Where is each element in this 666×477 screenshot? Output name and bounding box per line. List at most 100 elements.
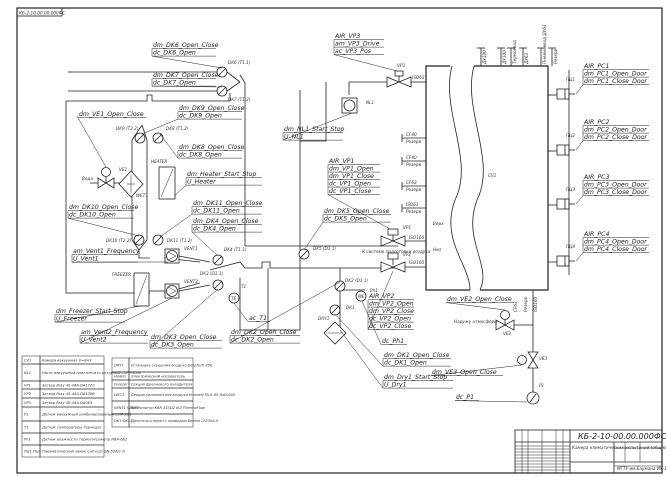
signal-label: AIR_VP1 [328,158,354,165]
title-block [514,429,663,474]
signal-label: dm_DK5_Open_Close [324,208,390,215]
signal-label: dc_DK2_Open [231,337,274,344]
signal-label: dm_PC1_Close_Door [584,78,647,85]
legend-code: ПЦ1-ПЦ4 [24,450,42,454]
signal-label: dm_DK6_Open_Close [153,42,219,49]
damper-dk11[interactable] [152,234,164,246]
pump-nl1[interactable] [341,97,358,114]
dk11-label: DK11 (T1.2) [167,238,192,243]
humidifier-wet1[interactable] [118,170,144,198]
fan-vent2[interactable] [164,283,180,299]
signal-tag-t1: ac_T1 [233,302,270,322]
valve-vp1[interactable] [380,228,406,247]
freezer-label: FREEZER [112,272,131,277]
top-label: Верх [433,221,444,226]
signal-label: dc_P1 [456,394,474,401]
ve2-label: VE2 [503,331,512,336]
legend-code: DRY1 [114,364,124,368]
signal-label: dc_DK11_Open [193,208,240,215]
signal-label: dm_VP1_Open [329,166,374,173]
left-ports: CF40РезервCF40РезервCF63РезервISO63Резер… [401,132,426,214]
signal-label: U_Vent1 [73,255,99,263]
signal-label: U_Dry1 [384,382,407,389]
chamber-cv1[interactable] [425,65,549,291]
damper-dk8[interactable] [152,132,164,144]
water-label: Вода [82,176,93,181]
valve-ve1[interactable] [97,167,115,189]
signal-tag-vp1: AIR_VP1dm_VP1_Opendm_VP1_Closedc_VP1_Ope… [327,158,391,230]
sensor-ph1[interactable] [355,290,367,302]
damper-dk9[interactable] [134,132,146,144]
signal-label: am_Vent1_Frequency [73,247,140,255]
cv1-label: CV1 [488,173,497,178]
damper-dk7[interactable] [216,85,228,97]
signal-label: dm_VE3_Open_Close [432,369,497,376]
freezer[interactable] [133,272,150,307]
legend-desc: Дроссель-клапан с приводом Belimo LF230A… [130,419,219,423]
signal-label: AIR_PC2 [583,119,610,126]
signal-label: dm_NL1_Start_Stop [284,125,345,133]
signal-label: dm_DK2_Open_Close [231,329,297,336]
dk5-label: DK5 (D1.1) [313,246,336,251]
signal-label: dm_VP2_Open [369,301,414,308]
damper-dk5[interactable] [298,248,310,260]
legend-code: Heater [114,375,127,379]
signal-label: dm_DK8_Open_Close [179,144,245,151]
legend-desc: Установка осушения воздуха DeluTech 450 [131,364,213,368]
damper-dk3[interactable] [212,279,224,291]
damper-dk1[interactable] [329,304,341,316]
damper-dk6[interactable] [216,66,228,78]
to-system-label: К системе подготовки воздуха [362,249,431,254]
valve-vp3[interactable] [386,70,412,88]
signal-label: dm_VP1_Close [329,173,374,180]
top-port-label: Термоввод [512,40,517,64]
top-port-label: ДУ100 [502,50,507,65]
legend-desc: Датчик вакуумный комбинированный CVM-201 [41,413,131,417]
signal-label: dm_VE1_Open_Close [79,111,144,118]
signal-label: dm_PC4_Close_Door [584,246,647,253]
damper-dk4[interactable] [212,254,224,266]
atm-label: Наружу атмосферы [454,319,498,324]
legend-code: DK1-DK11 [114,419,132,423]
signal-label: dc_DK5_Open [324,216,367,223]
vp2-port-label: ISO160 [409,260,425,265]
valve-ve3[interactable] [517,351,539,369]
damper-dk10[interactable] [133,234,145,246]
fan-vent1[interactable] [164,248,180,264]
signal-label: dm_DK7_Open_Close [153,72,219,79]
damper-dk2[interactable] [334,280,346,292]
gauge-p1[interactable] [526,391,540,405]
signal-label: ac_VP3_Pos [335,48,372,55]
pneumatic-lock-pc4[interactable] [548,255,575,267]
vp3-port-label: ISO63 [412,75,425,80]
left-port-label: CF40 [406,155,417,160]
pneumatic-lock-pc3[interactable] [548,198,575,210]
legend-desc: Камера вакуумная V=8м3 [42,359,92,363]
signal-label: U_Vent2 [81,336,107,344]
valve-ve2[interactable] [495,310,515,331]
left-port-label: CF40 [406,132,417,137]
bottom-port-label: Резерв [523,296,528,312]
dryer-dry1[interactable] [323,321,347,345]
legend-code: T1 [24,426,28,430]
pneumatic-lock-pc1[interactable] [548,88,575,100]
heater[interactable] [158,166,176,200]
legend-desc: Затвор Bray 40-4АА-DA1260 [42,392,95,396]
pneumatic-lock-pc2[interactable] [548,144,575,156]
signal-label: dc_DK10_Open [69,212,116,219]
legend-code: CV1 [24,359,31,363]
valve-vp2[interactable] [380,252,406,273]
